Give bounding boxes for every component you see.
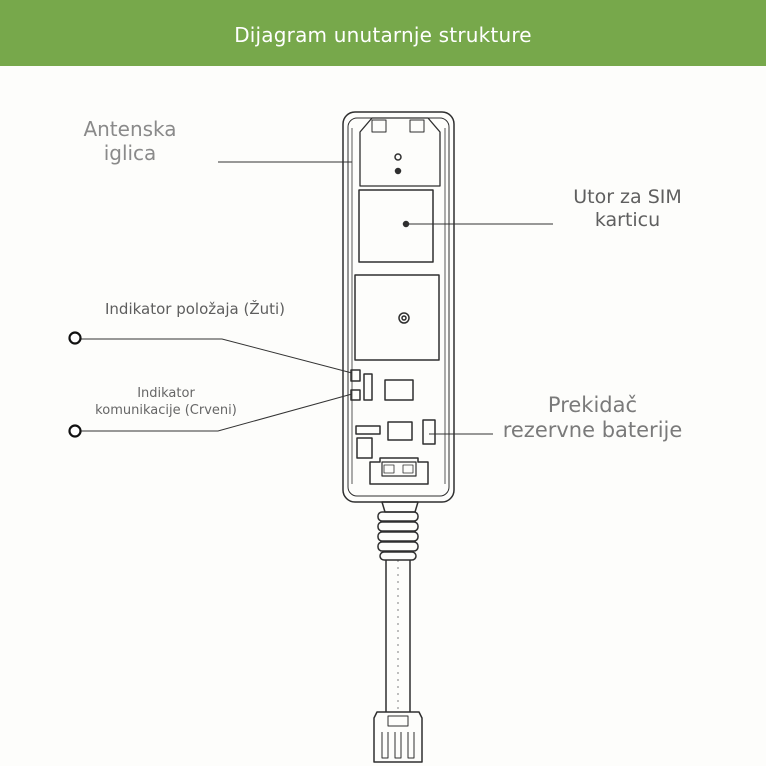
cable-plug [373,711,423,763]
connector-tab-left [383,464,395,474]
antenna-block [359,117,441,187]
component-chip-c [356,437,373,459]
connector-latch [381,461,417,477]
strain-relief-ring-5 [379,551,417,561]
communication-indicator-label-line1: Indikator [137,386,195,401]
antenna-pin-hole [394,153,402,161]
component-chip-b [355,425,381,435]
strain-relief-ring-4 [377,541,419,552]
sim-slot-label: Utor za SIM karticu [555,186,700,232]
sim-slot-label-line2: karticu [594,208,661,231]
communication-indicator-marker [68,424,82,438]
page-title: Dijagram unutarnje strukture [234,23,532,47]
battery-switch-label-line1: Prekidač [547,393,638,417]
antenna-pin-label-line2: iglica [103,141,157,165]
antenna-clip-right [409,119,425,133]
strain-relief-ring-1 [377,511,419,522]
antenna-clip-left [371,119,387,133]
component-chip-d [387,421,413,441]
sim-card-slot [358,189,434,263]
leader-line-communication [81,393,353,432]
communication-indicator-label: Indikator komunikacije (Crveni) [80,386,252,420]
plug-slot-left [381,732,389,759]
component-chip-a [384,379,414,401]
strain-relief-ring-2 [377,521,419,532]
battery-switch [422,419,436,445]
communication-indicator-label-line2: komunikacije (Crveni) [95,402,237,418]
header-banner [0,0,766,66]
position-indicator-label: Indikator položaja (Žuti) [105,300,285,318]
sim-slot-label-line1: Utor za SIM [573,186,682,208]
plug-latch [387,715,409,727]
position-indicator-marker [68,331,82,345]
antenna-pin-dot [394,167,402,175]
strain-relief-neck [381,501,419,513]
cable [385,560,411,712]
communication-led [350,389,361,401]
antenna-pin-label: Antenska iglica [60,117,200,165]
position-led [350,369,361,382]
plug-slot-center [394,732,402,759]
leader-line-position [81,338,353,374]
battery-switch-label: Prekidač rezervne baterije [490,393,695,443]
module-screw-outer [398,312,410,324]
battery-switch-label-line2: rezervne baterije [502,418,683,443]
connector-tab-right [402,464,414,474]
antenna-pin-label-line1: Antenska [83,117,177,141]
component-pad-small [363,373,373,401]
main-module [354,274,440,361]
connector-housing [369,457,429,485]
plug-slot-right [407,732,415,759]
module-screw-inner [401,315,407,321]
strain-relief-ring-3 [377,531,419,542]
